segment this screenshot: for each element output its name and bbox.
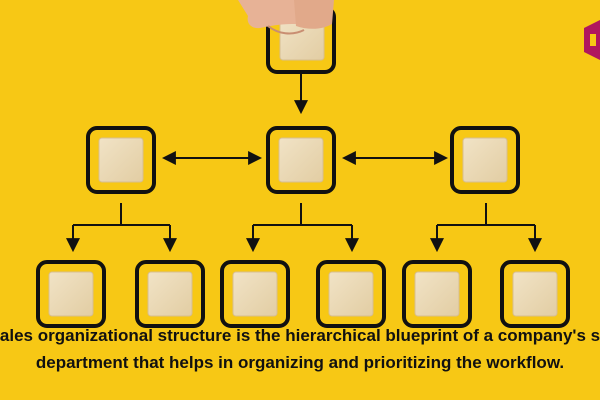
bottom-node (36, 260, 106, 328)
branch-center (246, 203, 359, 253)
bottom-node (220, 260, 290, 328)
caption-text: ales organizational structure is the hie… (0, 322, 600, 398)
mid-right-node (450, 126, 520, 194)
brand-logo-icon (584, 20, 600, 60)
caption-line-1: ales organizational structure is the hie… (0, 326, 600, 345)
top-level-node (238, 0, 336, 74)
branch-left (66, 203, 177, 253)
bottom-row (36, 260, 570, 328)
bottom-node (135, 260, 205, 328)
bottom-node (402, 260, 472, 328)
mid-center-node (266, 126, 336, 194)
caption-line-2: department that helps in organizing and … (35, 353, 565, 372)
bottom-node (316, 260, 386, 328)
middle-row (86, 126, 520, 194)
mid-left-node (86, 126, 156, 194)
bottom-node (500, 260, 570, 328)
branch-right (430, 203, 542, 253)
hand-icon (238, 0, 334, 35)
